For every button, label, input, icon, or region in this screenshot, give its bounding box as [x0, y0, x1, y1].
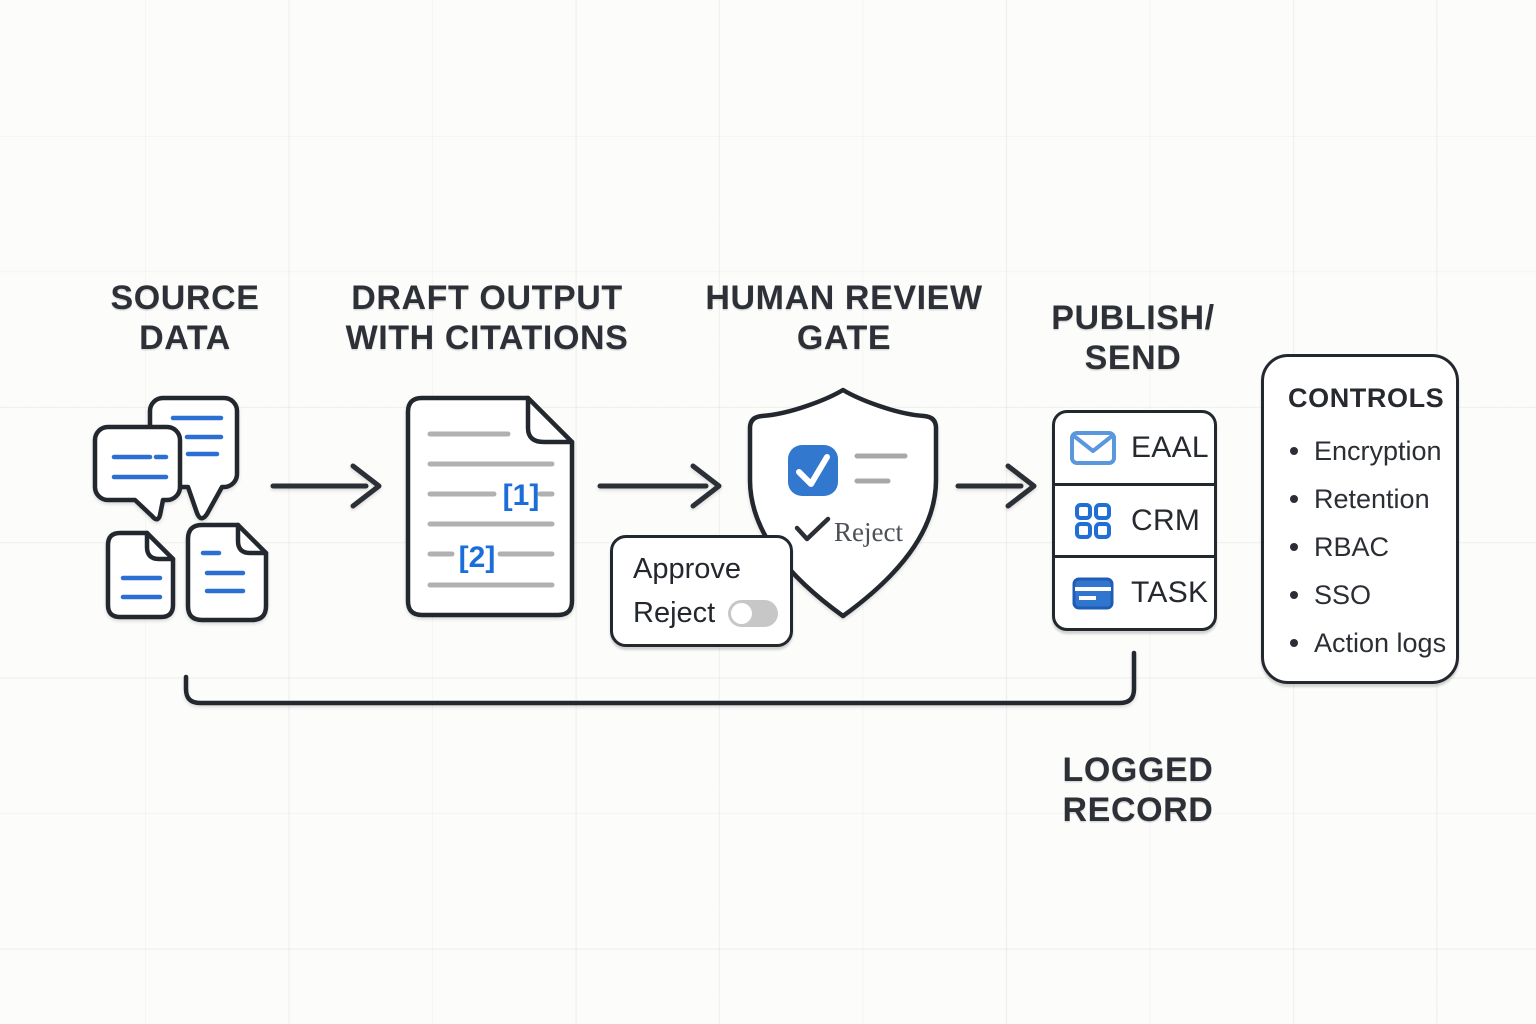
citation-2: [2]: [459, 541, 496, 574]
reject-check-icon: [794, 516, 831, 542]
reject-toggle[interactable]: [728, 599, 779, 627]
reject-label: Reject: [633, 597, 716, 629]
publish-send-title: PUBLISH/ SEND: [1051, 299, 1215, 377]
publish-row-eaal: EAAL: [1055, 413, 1214, 483]
control-item-retention: Retention: [1288, 475, 1446, 523]
approved-checkbox-icon: [788, 445, 838, 496]
logged-record-connector: [183, 650, 1137, 706]
publish-targets-box: EAAL CRM TASK: [1052, 410, 1217, 631]
approve-label: Approve: [633, 553, 742, 585]
source-data-title: SOURCE DATA: [110, 279, 260, 357]
flow-arrows: [270, 463, 1037, 509]
draft-output-title: DRAFT OUTPUT WITH CITATIONS: [345, 279, 629, 357]
source-data-icons: [92, 395, 269, 623]
arrow-draft-to-review: [597, 463, 722, 509]
envelope-icon: [1069, 430, 1117, 465]
publish-row-crm: CRM: [1055, 482, 1214, 556]
control-item-action-logs: Action logs: [1288, 619, 1446, 667]
document-icon: [105, 530, 176, 620]
task-card-icon: [1069, 577, 1117, 610]
citation-1: [1]: [503, 479, 540, 512]
arrow-review-to-publish: [955, 463, 1037, 509]
publish-row-task: TASK: [1055, 555, 1214, 628]
shield-reject-label: Reject: [834, 517, 903, 547]
approve-reject-panel: Approve Reject: [610, 535, 793, 647]
human-review-title: HUMAN REVIEW GATE: [705, 279, 983, 357]
controls-panel: CONTROLS Encryption Retention RBAC SSO A…: [1261, 354, 1459, 684]
control-item-rbac: RBAC: [1288, 523, 1446, 571]
control-item-encryption: Encryption: [1288, 427, 1446, 475]
publish-target-label: EAAL: [1131, 430, 1209, 464]
controls-title: CONTROLS: [1288, 383, 1445, 413]
document-icon: [185, 522, 269, 623]
logged-record-label: LOGGED RECORD: [1062, 751, 1214, 829]
chat-bubble-front-icon: [92, 424, 183, 522]
control-item-sso: SSO: [1288, 571, 1446, 619]
publish-target-label: TASK: [1131, 576, 1209, 610]
toggle-knob: [731, 602, 753, 624]
arrow-source-to-draft: [270, 463, 382, 509]
chat-bubble-back-icon: [147, 395, 240, 521]
publish-target-label: CRM: [1131, 503, 1201, 537]
grid-icon: [1069, 502, 1117, 540]
draft-document-icon: [1] [2]: [405, 395, 575, 618]
controls-list: Encryption Retention RBAC SSO Action log…: [1288, 427, 1446, 667]
